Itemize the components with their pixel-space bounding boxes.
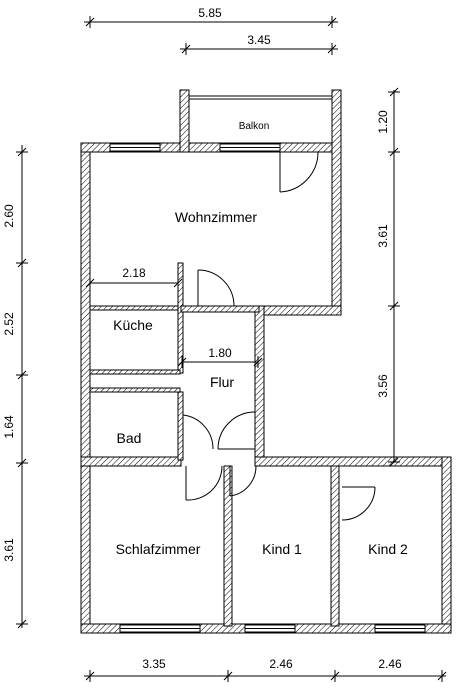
room-label-bad: Bad bbox=[117, 430, 142, 446]
wall-segment bbox=[89, 369, 181, 375]
room-label-balkon: Balkon bbox=[239, 121, 270, 132]
wall-segment bbox=[441, 456, 452, 634]
wall-segment bbox=[330, 465, 340, 627]
door-swing-arc bbox=[217, 411, 256, 450]
windows bbox=[109, 95, 426, 633]
dimension-line bbox=[17, 258, 27, 268]
door-swing-arc bbox=[197, 269, 235, 307]
dimension-line bbox=[85, 278, 95, 288]
dim-top-right: 3.45 bbox=[247, 33, 271, 47]
wall-segment bbox=[177, 391, 184, 461]
dimension-line bbox=[223, 671, 233, 681]
wall-segment bbox=[89, 305, 183, 311]
dimension-line bbox=[17, 370, 27, 380]
dimension-lines bbox=[16, 16, 447, 682]
door-swing-arc bbox=[341, 486, 376, 521]
dim-left-kueche: 2.52 bbox=[2, 312, 16, 336]
dim-top-overall: 5.85 bbox=[198, 6, 222, 20]
wall-segment bbox=[180, 305, 260, 313]
wall-segment bbox=[179, 89, 190, 153]
wall-segment bbox=[80, 456, 182, 467]
wall-segment bbox=[331, 89, 342, 316]
door-swing-arc bbox=[185, 465, 223, 501]
room-label-wohnzimmer: Wohnzimmer bbox=[175, 209, 258, 225]
dim-left-wohnzimmer: 2.60 bbox=[2, 204, 16, 228]
dim-right-wohnzimmer: 3.61 bbox=[376, 224, 390, 248]
dimension-line bbox=[85, 17, 95, 27]
room-label-kind1: Kind 1 bbox=[262, 541, 302, 557]
dim-inner-kueche: 2.18 bbox=[122, 266, 146, 280]
dimension-line bbox=[330, 671, 340, 681]
dimension-line bbox=[327, 44, 337, 54]
doors bbox=[182, 151, 376, 521]
dimension-line bbox=[173, 278, 183, 288]
dim-right-flur: 3.56 bbox=[376, 374, 390, 398]
wall-segment bbox=[254, 305, 342, 316]
dimension-line bbox=[85, 671, 95, 681]
dimension-line bbox=[389, 147, 399, 157]
dim-right-balkon: 1.20 bbox=[376, 110, 390, 134]
dimension-line bbox=[437, 671, 447, 681]
dimension-line bbox=[181, 44, 191, 54]
walls bbox=[80, 89, 452, 634]
wall-segment bbox=[254, 305, 265, 467]
dimension-line bbox=[389, 457, 399, 467]
wall-segment bbox=[80, 142, 91, 634]
dim-inner-flur: 1.80 bbox=[208, 346, 232, 360]
door-swing-arc bbox=[182, 414, 214, 450]
dimension-line bbox=[327, 17, 337, 27]
dimension-line bbox=[389, 87, 399, 97]
room-label-flur: Flur bbox=[210, 374, 234, 390]
wall-segment bbox=[223, 465, 233, 627]
dimension-line bbox=[17, 458, 27, 468]
dim-bottom-kind2: 2.46 bbox=[378, 657, 402, 671]
dim-bottom-schlafzimmer: 3.35 bbox=[142, 657, 166, 671]
room-label-schlafzimmer: Schlafzimmer bbox=[116, 541, 201, 557]
wall-segment bbox=[254, 456, 452, 467]
room-label-kueche: Küche bbox=[113, 317, 153, 333]
room-label-kind2: Kind 2 bbox=[368, 541, 408, 557]
door-swing-arc bbox=[229, 465, 257, 497]
dim-bottom-kind1: 2.46 bbox=[269, 657, 293, 671]
wall-segment bbox=[89, 387, 181, 393]
dimension-line bbox=[253, 357, 263, 367]
dimension-line bbox=[17, 619, 27, 629]
dim-left-schlafzimmer: 3.61 bbox=[2, 538, 16, 562]
dimension-line bbox=[177, 357, 187, 367]
dimension-line bbox=[389, 301, 399, 311]
dimension-line bbox=[17, 147, 27, 157]
dim-left-bad: 1.64 bbox=[2, 415, 16, 439]
door-swing-arc bbox=[279, 151, 319, 193]
